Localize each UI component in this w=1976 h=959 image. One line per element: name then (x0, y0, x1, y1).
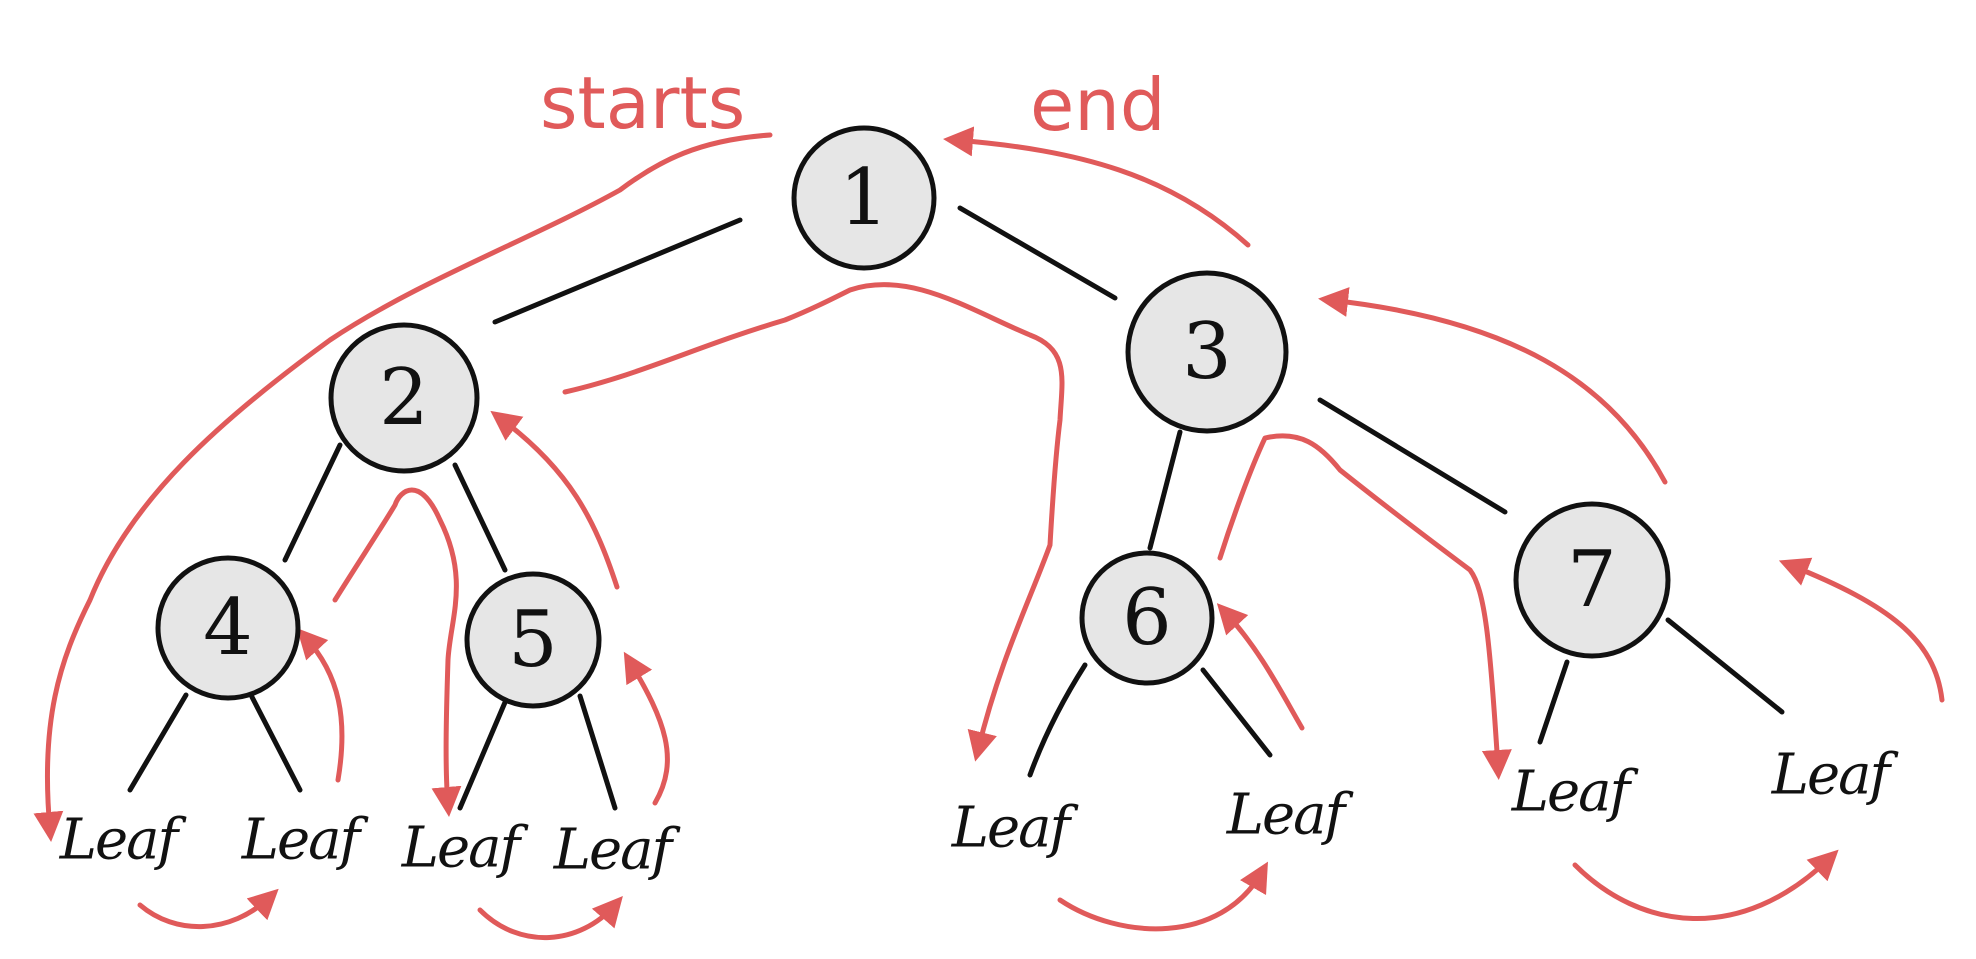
traversal-arrow-leaf-4a-to-leaf-4b (137, 888, 279, 930)
start-annotation: starts (540, 61, 745, 145)
traversal-arrow-leaf-7a-to-leaf-7b (1572, 849, 1839, 921)
edge-1-3 (957, 205, 1118, 301)
tree-node-7: 7 (1513, 501, 1671, 659)
node-label-1: 1 (839, 153, 889, 243)
tree-node-4: 4 (155, 555, 301, 701)
traversal-arrow-4-to-2-to-5 (332, 487, 462, 817)
traversal-arrow-start-to-leaf-4a (33, 132, 773, 842)
traversal-arrow-leaf-7b-to-7 (1778, 557, 1945, 703)
tree-node-3: 3 (1125, 270, 1289, 434)
edge-3-6 (1147, 429, 1183, 551)
traversal-arrow-7-to-3 (1318, 287, 1668, 485)
traversal-arrow-5-to-2 (490, 410, 620, 590)
tree-node-1: 1 (791, 125, 937, 271)
edge-1-2 (492, 217, 743, 325)
edge-5-leaf-5a (457, 697, 509, 811)
edge-7-leaf-7b (1665, 617, 1785, 715)
end-annotation: end (1030, 63, 1166, 147)
tree-node-5: 5 (464, 571, 602, 709)
leaf-label: Leaf (1226, 783, 1355, 848)
leaf-label: Leaf (401, 816, 530, 881)
edge-6-leaf-6b (1200, 667, 1273, 758)
node-label-7: 7 (1567, 535, 1617, 625)
edge-2-4 (282, 442, 343, 563)
leaf-label: Leaf (1511, 760, 1640, 825)
traversal-arrow-6-to-3-to-leaf-7a (1217, 433, 1512, 780)
node-label-6: 6 (1122, 573, 1172, 663)
edge-7-leaf-7a (1537, 659, 1570, 745)
edge-2-5 (452, 462, 508, 573)
traversal-arrow-2-to-1-to-leaf-6a (562, 282, 1065, 762)
traversal-path (33, 126, 1945, 940)
node-label-5: 5 (508, 595, 558, 685)
leaf-label: Leaf (241, 808, 370, 873)
leaf-label: Leaf (1771, 743, 1900, 808)
tree-node-6: 6 (1079, 550, 1215, 686)
node-label-4: 4 (203, 583, 253, 673)
node-label-3: 3 (1182, 307, 1232, 397)
edge-6-leaf-6a (1027, 662, 1088, 778)
traversal-arrow-leaf-6b-to-6 (1216, 603, 1305, 731)
traversal-arrow-leaf-5b-to-5 (623, 651, 670, 806)
traversal-arrow-leaf-4b-to-4 (296, 628, 345, 783)
traversal-arrow-leaf-6a-to-leaf-6b (1057, 861, 1268, 932)
node-label-2: 2 (379, 353, 429, 443)
traversal-arrow-3-to-1-end (943, 126, 1251, 248)
leaf-label: Leaf (553, 818, 682, 883)
tree-edges (127, 205, 1785, 811)
edge-4-leaf-4b (249, 694, 303, 793)
traversal-arrow-leaf-5a-to-leaf-5b (477, 895, 623, 940)
edge-3-7 (1317, 397, 1508, 515)
tree-node-2: 2 (328, 322, 480, 474)
leaf-label: Leaf (951, 796, 1080, 861)
leaf-label: Leaf (59, 808, 188, 873)
edge-5-leaf-5b (577, 693, 618, 811)
edge-4-leaf-4a (127, 692, 189, 793)
